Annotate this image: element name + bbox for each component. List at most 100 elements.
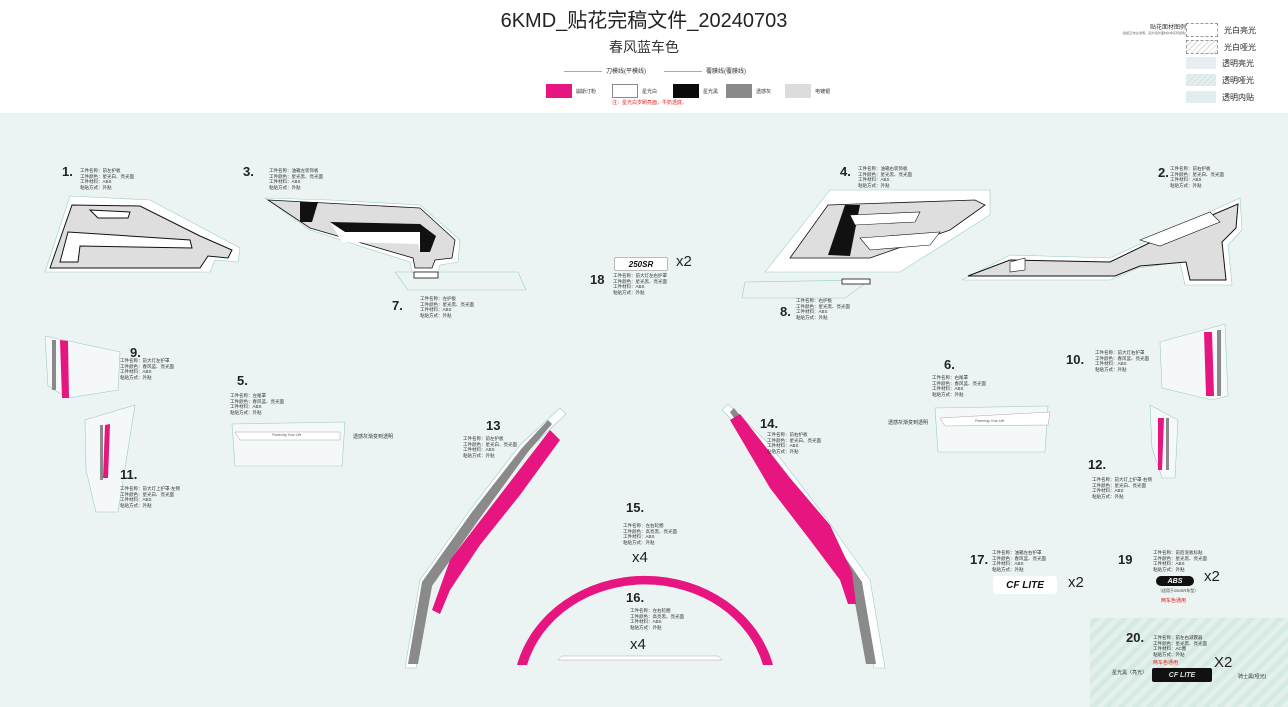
part-info-line: 工件名称：前大灯左护罩 [120, 358, 170, 363]
part14-decal [721, 403, 886, 669]
part10-number: 10. [1066, 352, 1085, 367]
material-box [1186, 57, 1216, 69]
part-info-line: 工件颜色：高亮黑、亮光面 [630, 613, 684, 619]
part-info-line: 工件材料：ABS [463, 447, 495, 453]
cut-line-legend: 刀模线(平模线) [560, 66, 646, 75]
part-info-line: 工件材料：AC圈 [1153, 646, 1187, 652]
material-legend-title: 贴花面材图例 [1149, 25, 1186, 31]
swatch-box [785, 84, 812, 98]
part-info-line: 工件颜色：春风蓝、亮光面 [1095, 355, 1149, 361]
material-label: 透明哑光 [1222, 75, 1254, 85]
part13-decal [404, 407, 567, 669]
part20-shared-note: 两车色通用 [1153, 660, 1179, 666]
laminate-line-label: 覆膜线(覆膜线) [706, 69, 746, 75]
swatch-box [673, 84, 700, 98]
part-info-line: 工件材料：ABS [80, 179, 112, 185]
material-legend: 贴花面材图例 (贴纸正材白/透明，亮光/哑光面材并非实际颜色) 光白亮光 光白哑… [1106, 22, 1256, 103]
document-title: 6KMD_贴花完稿文件_20240703 [500, 10, 788, 32]
swatch-label: 电镀银 [815, 88, 831, 95]
part11-decal [84, 404, 136, 513]
part-info-line: 工件名称：左护板 [420, 296, 456, 301]
laminate-line-legend: 覆膜线(覆膜线) [660, 66, 746, 75]
part6-number: 6. [944, 357, 955, 372]
part-info-line: 工件颜色：星光黑、亮光面 [1153, 555, 1207, 561]
part-info-line: 工件名称：右尾罩 [932, 375, 968, 380]
part-info-line: 粘贴方式：外贴 [120, 374, 152, 380]
part-info-line: 工件颜色：春风蓝、亮光面 [932, 380, 986, 386]
swatch-black: 星光黑 [673, 84, 718, 98]
part18-multiplier: x2 [676, 253, 692, 270]
part-info-line: 工件名称：前左右减震器 [1153, 635, 1203, 640]
part-info-line: 粘贴方式：外贴 [80, 184, 112, 190]
part-info-line: 工件颜色：星光黑、亮光面 [858, 171, 912, 177]
material-matte-clear: 透明哑光 [1186, 74, 1254, 86]
part-info-line: 工件颜色：星光黑、亮光面 [613, 278, 667, 284]
part-info-line: 工件颜色：春风蓝、亮光面 [230, 398, 284, 404]
logo20-text: CF LITE [1168, 671, 1196, 679]
part-info-line: 工件材料：ABS [1095, 361, 1127, 367]
part19-shared-note: 两车色通用 [1161, 598, 1187, 604]
part-info-line: 工件名称：左右轮圈 [630, 608, 671, 613]
part10-decal [1159, 323, 1229, 401]
part-info-line: 工件材料：ABS [767, 443, 799, 449]
part-info-line: 工件材料：ABS [1170, 177, 1202, 183]
part-info-line: 工件材料：ABS [932, 386, 964, 392]
part-info-line: 粘贴方式：外贴 [796, 314, 828, 320]
part20-multiplier: X2 [1214, 654, 1233, 671]
material-box [1186, 74, 1216, 86]
part-info-line: 工件名称：前后泥板标贴 [1153, 550, 1203, 555]
part1-number: 1. [62, 164, 73, 179]
part6-decal [934, 405, 1051, 453]
part19-logo: ABS [1156, 576, 1194, 586]
part-info-line: 工件材料：ABS [1153, 561, 1185, 567]
part-info-line: 粘贴方式：外贴 [992, 566, 1024, 572]
material-label: 透明亮光 [1222, 58, 1254, 68]
logo19-text: ABS [1167, 577, 1183, 585]
part-info-line: 粘贴方式：外贴 [767, 448, 799, 454]
part-info-line: 工件材料：ABS [1092, 488, 1124, 494]
part19-multiplier: x2 [1204, 568, 1220, 585]
part5-tagline: Powering Your Life [272, 433, 302, 437]
part14-number: 14. [760, 416, 779, 431]
material-box [1186, 40, 1218, 54]
part8-number: 8. [780, 304, 791, 319]
part-info-line: 工件材料：ABS [796, 309, 828, 315]
part-info-line: 工件颜色：星光黑、亮光面 [269, 173, 323, 179]
part17-logo: CF LITE [993, 576, 1057, 594]
part5-gradient-note: 透感灰渐变到透明 [353, 434, 394, 440]
cut-line-label: 刀模线(平模线) [606, 69, 646, 75]
part1-decal [44, 195, 241, 273]
part-info-line: 粘贴方式：外贴 [269, 184, 301, 190]
part20-logo: CF LITE [1152, 668, 1212, 682]
swatch-grey: 透感灰 [726, 84, 771, 98]
part3-number: 3. [243, 164, 254, 179]
part18-logo: 250SR [614, 257, 668, 271]
part19-model-note: （适用于250SR车型） [1158, 588, 1199, 593]
swatch-label: 透感灰 [756, 88, 772, 95]
material-box [1186, 23, 1218, 37]
material-gloss-clear: 透明亮光 [1186, 57, 1254, 69]
material-legend-subtitle: (贴纸正材白/透明，亮光/哑光面材并非实际颜色) [1122, 31, 1186, 35]
part-info-line: 工件材料：ABS [230, 404, 262, 410]
part2-number: 2. [1158, 165, 1169, 180]
part-info-line: 粘贴方式：外贴 [630, 624, 662, 630]
part-info-line: 工件材料：ABS [420, 307, 452, 313]
part6-tagline: Powering Your Life [975, 419, 1005, 423]
swatch-box [726, 84, 753, 98]
part-info-line: 工件名称：右护板 [796, 298, 832, 303]
part-info-line: 工件材料：ABS [992, 561, 1024, 567]
material-gloss-white: 光白亮光 [1186, 23, 1256, 37]
